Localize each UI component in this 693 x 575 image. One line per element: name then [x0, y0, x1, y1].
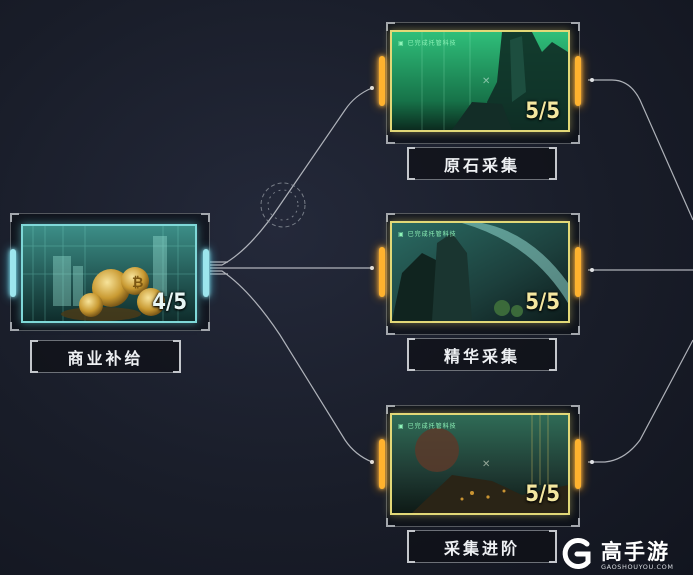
commerce-label: 商业补给 — [30, 340, 181, 373]
essence-progress: 5/5 — [525, 290, 560, 315]
ore-label: 原石采集 — [407, 147, 557, 180]
advanced-artwork: ✕ ▣ 已完成托管科技 5/5 — [390, 413, 570, 515]
tech-node-commerce[interactable]: ₿ 4/5 — [10, 213, 210, 331]
status-bar-right — [575, 56, 581, 106]
ore-tag: ▣ 已完成托管科技 — [398, 40, 457, 47]
connector-ore-next — [588, 79, 693, 221]
status-bar-right — [203, 249, 209, 297]
svg-text:✕: ✕ — [482, 459, 490, 470]
status-bar-right — [575, 439, 581, 489]
essence-artwork: ▣ 已完成托管科技 5/5 — [390, 221, 570, 323]
essence-label: 精华采集 — [407, 338, 557, 371]
watermark-site: GAOSHOUYOU.COM — [601, 563, 674, 571]
svg-text:✕: ✕ — [482, 76, 490, 87]
watermark-brand: 高手游 — [601, 540, 670, 564]
essence-tag: ▣ 已完成托管科技 — [398, 231, 457, 238]
status-bar-left — [379, 247, 385, 297]
status-bar-left — [379, 439, 385, 489]
svg-text:₿: ₿ — [132, 275, 143, 291]
gear-ring-icon — [260, 182, 306, 228]
connector-commerce-advanced — [210, 270, 373, 463]
ore-progress: 5/5 — [525, 99, 560, 124]
commerce-progress: 4/5 — [152, 290, 187, 315]
advanced-label: 采集进阶 — [407, 530, 557, 563]
ore-artwork: ✕ ▣ 已完成托管科技 5/5 — [390, 30, 570, 132]
gaoshouyou-logo-icon — [562, 538, 591, 570]
tech-node-essence[interactable]: ▣ 已完成托管科技 5/5 — [379, 213, 587, 337]
commerce-artwork: ₿ 4/5 — [21, 224, 197, 323]
advanced-tag: ▣ 已完成托管科技 — [398, 423, 457, 430]
watermark: 高手游 GAOSHOUYOU.COM — [557, 536, 687, 572]
status-bar-left — [379, 56, 385, 106]
connector-commerce-ore — [210, 87, 373, 266]
tech-node-ore[interactable]: ✕ ▣ 已完成托管科技 5/5 — [379, 22, 587, 146]
tech-node-advanced[interactable]: ✕ ▣ 已完成托管科技 5/5 — [379, 405, 587, 529]
status-bar-right — [575, 247, 581, 297]
connector-advanced-next — [588, 339, 693, 463]
status-bar-left — [10, 249, 16, 297]
advanced-progress: 5/5 — [525, 482, 560, 507]
